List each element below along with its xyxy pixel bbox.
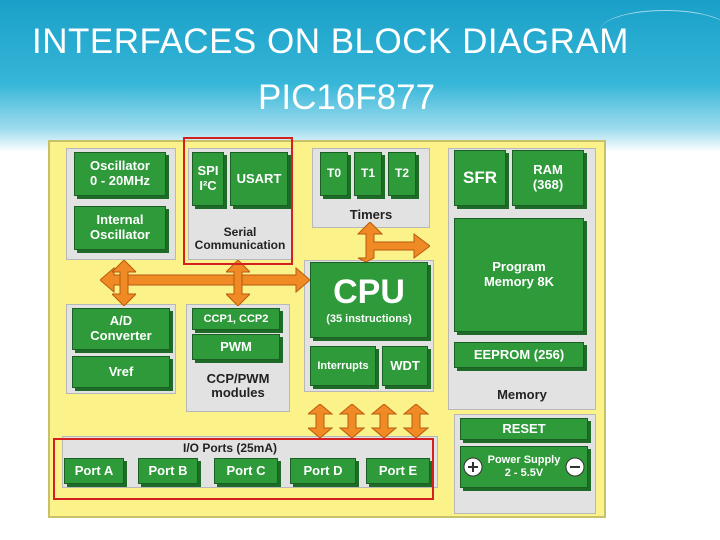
vertical-arrow-ad (112, 260, 136, 306)
vref-block: Vref (72, 356, 170, 388)
block-diagram: Oscillator 0 - 20MHz Internal Oscillator… (48, 140, 606, 518)
slide-title: INTERFACES ON BLOCK DIAGRAM (32, 22, 629, 61)
ccp-block: CCP1, CCP2 (192, 308, 280, 330)
program-memory-block: Program Memory 8K (454, 218, 584, 332)
usart-block: USART (230, 152, 288, 206)
wdt-block: WDT (382, 346, 428, 386)
port-d-block: Port D (290, 458, 356, 484)
io-ports-highlight (53, 438, 434, 500)
serial-highlight (183, 137, 293, 265)
cpu-block: CPU (35 instructions) (310, 262, 428, 338)
internal-oscillator-block: Internal Oscillator (74, 206, 166, 250)
interrupts-block: Interrupts (310, 346, 376, 386)
timer-t1-block: T1 (354, 152, 382, 196)
serial-cpu-arrow (356, 222, 430, 262)
reset-block: RESET (460, 418, 588, 440)
ad-converter-block: A/D Converter (72, 308, 170, 350)
timer-t2-block: T2 (388, 152, 416, 196)
port-arrows (308, 404, 430, 438)
memory-label: Memory (497, 387, 547, 402)
slide-header: INTERFACES ON BLOCK DIAGRAM PIC16F877 (0, 0, 720, 152)
ram-block: RAM (368) (512, 150, 584, 206)
pwm-block: PWM (192, 334, 280, 360)
timers-label: Timers (349, 207, 393, 222)
port-c-block: Port C (214, 458, 278, 484)
oscillator-block: Oscillator 0 - 20MHz (74, 152, 166, 196)
port-b-block: Port B (138, 458, 198, 484)
io-ports-label: I/O Ports (25mA) (182, 441, 278, 455)
horizontal-bus-arrow (100, 266, 310, 294)
cpu-label: CPU (333, 272, 405, 311)
sfr-block: SFR (454, 150, 506, 206)
serial-communication-label: Serial Communication (194, 225, 286, 253)
minus-icon (565, 457, 585, 477)
vertical-arrow-ccp (226, 260, 250, 306)
timer-t0-block: T0 (320, 152, 348, 196)
spi-i2c-block: SPI I²C (192, 152, 224, 206)
plus-icon (463, 457, 483, 477)
port-e-block: Port E (366, 458, 430, 484)
cpu-instructions-label: (35 instructions) (326, 312, 412, 325)
slide-subtitle: PIC16F877 (258, 78, 436, 117)
port-a-block: Port A (64, 458, 124, 484)
header-wave (600, 10, 720, 51)
ccp-pwm-modules-label: CCP/PWM modules (206, 371, 270, 401)
eeprom-block: EEPROM (256) (454, 342, 584, 368)
